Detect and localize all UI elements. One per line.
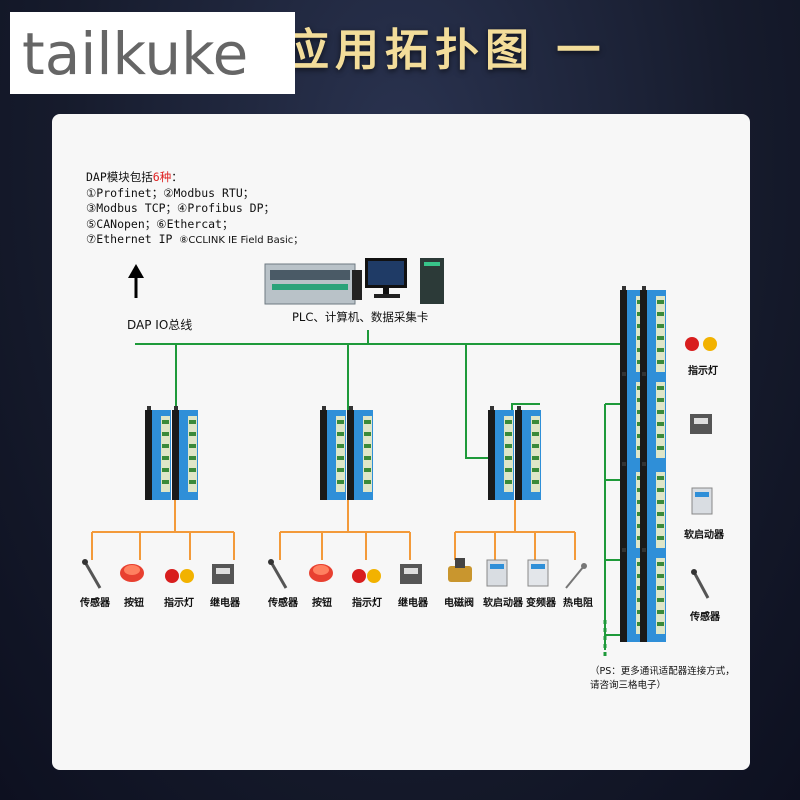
device-label: 指示灯	[688, 366, 718, 377]
relay-icon	[690, 414, 712, 434]
soft-starter-icon	[486, 559, 508, 587]
dap-module-list: DAP模块包括6种： ①Profinet；②Modbus RTU； ③Modbu…	[86, 170, 303, 249]
device-label: 按钮	[124, 598, 144, 609]
io-module-group-3	[488, 406, 541, 500]
dap-line-2: ③Modbus TCP；④Profibus DP；	[86, 201, 276, 215]
sensor-icon	[82, 559, 102, 589]
sensor-icon	[268, 559, 288, 589]
watermark-box: tailkuke	[10, 12, 295, 94]
device-label: 指示灯	[352, 598, 382, 609]
io-module-column	[620, 286, 666, 642]
watermark-text: tailkuke	[22, 20, 249, 88]
title-bar: 应用拓扑图 一	[0, 0, 800, 100]
io-module-group-1	[145, 406, 198, 500]
indicator-light-icon	[352, 569, 381, 583]
indicator-light-icon	[685, 337, 717, 351]
dap-line-3: ⑤CANopen；⑥Ethercat；	[86, 216, 234, 231]
device-label: 热电阻	[563, 598, 593, 609]
io-module-group-2	[320, 406, 373, 500]
solenoid-valve-icon	[448, 558, 472, 582]
dap-count: 6种	[152, 170, 172, 184]
device-label: 传感器	[690, 612, 720, 623]
device-label: 电磁阀	[444, 598, 474, 609]
page-title: 应用拓扑图 一	[285, 25, 607, 76]
plc-icon	[264, 263, 356, 305]
plc-label: PLC、计算机、数据采集卡	[292, 310, 429, 324]
dap-line-4: ⑦Ethernet IP ⑧CCLINK IE Field Basic；	[86, 232, 304, 246]
soft-starter-icon	[691, 487, 713, 515]
green-bus	[135, 330, 620, 650]
relay-icon	[400, 564, 422, 584]
device-label: 继电器	[398, 598, 428, 609]
device-label: 按钮	[312, 598, 332, 609]
sensor-icon	[691, 569, 710, 599]
device-label: 变频器	[526, 598, 556, 609]
button-icon	[309, 564, 333, 582]
computer-icon	[352, 258, 407, 300]
ps-note: （PS：更多通讯适配器连接方式， 请咨询三格电子）	[590, 666, 735, 691]
device-label: 软启动器	[684, 530, 724, 541]
indicator-light-icon	[165, 569, 194, 583]
inverter-icon	[527, 559, 549, 587]
device-label: 继电器	[210, 598, 240, 609]
device-label: 指示灯	[164, 598, 194, 609]
relay-icon	[212, 564, 234, 584]
button-icon	[120, 564, 144, 582]
thermistor-icon	[565, 563, 587, 589]
device-label: 软启动器	[483, 598, 523, 609]
dap-heading: DAP模块包括6种：	[86, 170, 183, 184]
orange-branches	[91, 500, 576, 560]
dap-line-1: ①Profinet；②Modbus RTU；	[86, 185, 255, 200]
device-label: 传感器	[268, 598, 298, 609]
daq-card-icon	[420, 258, 444, 304]
up-arrow-icon	[128, 264, 144, 278]
device-label: 传感器	[80, 598, 110, 609]
bus-label: DAP IO总线	[127, 318, 193, 332]
